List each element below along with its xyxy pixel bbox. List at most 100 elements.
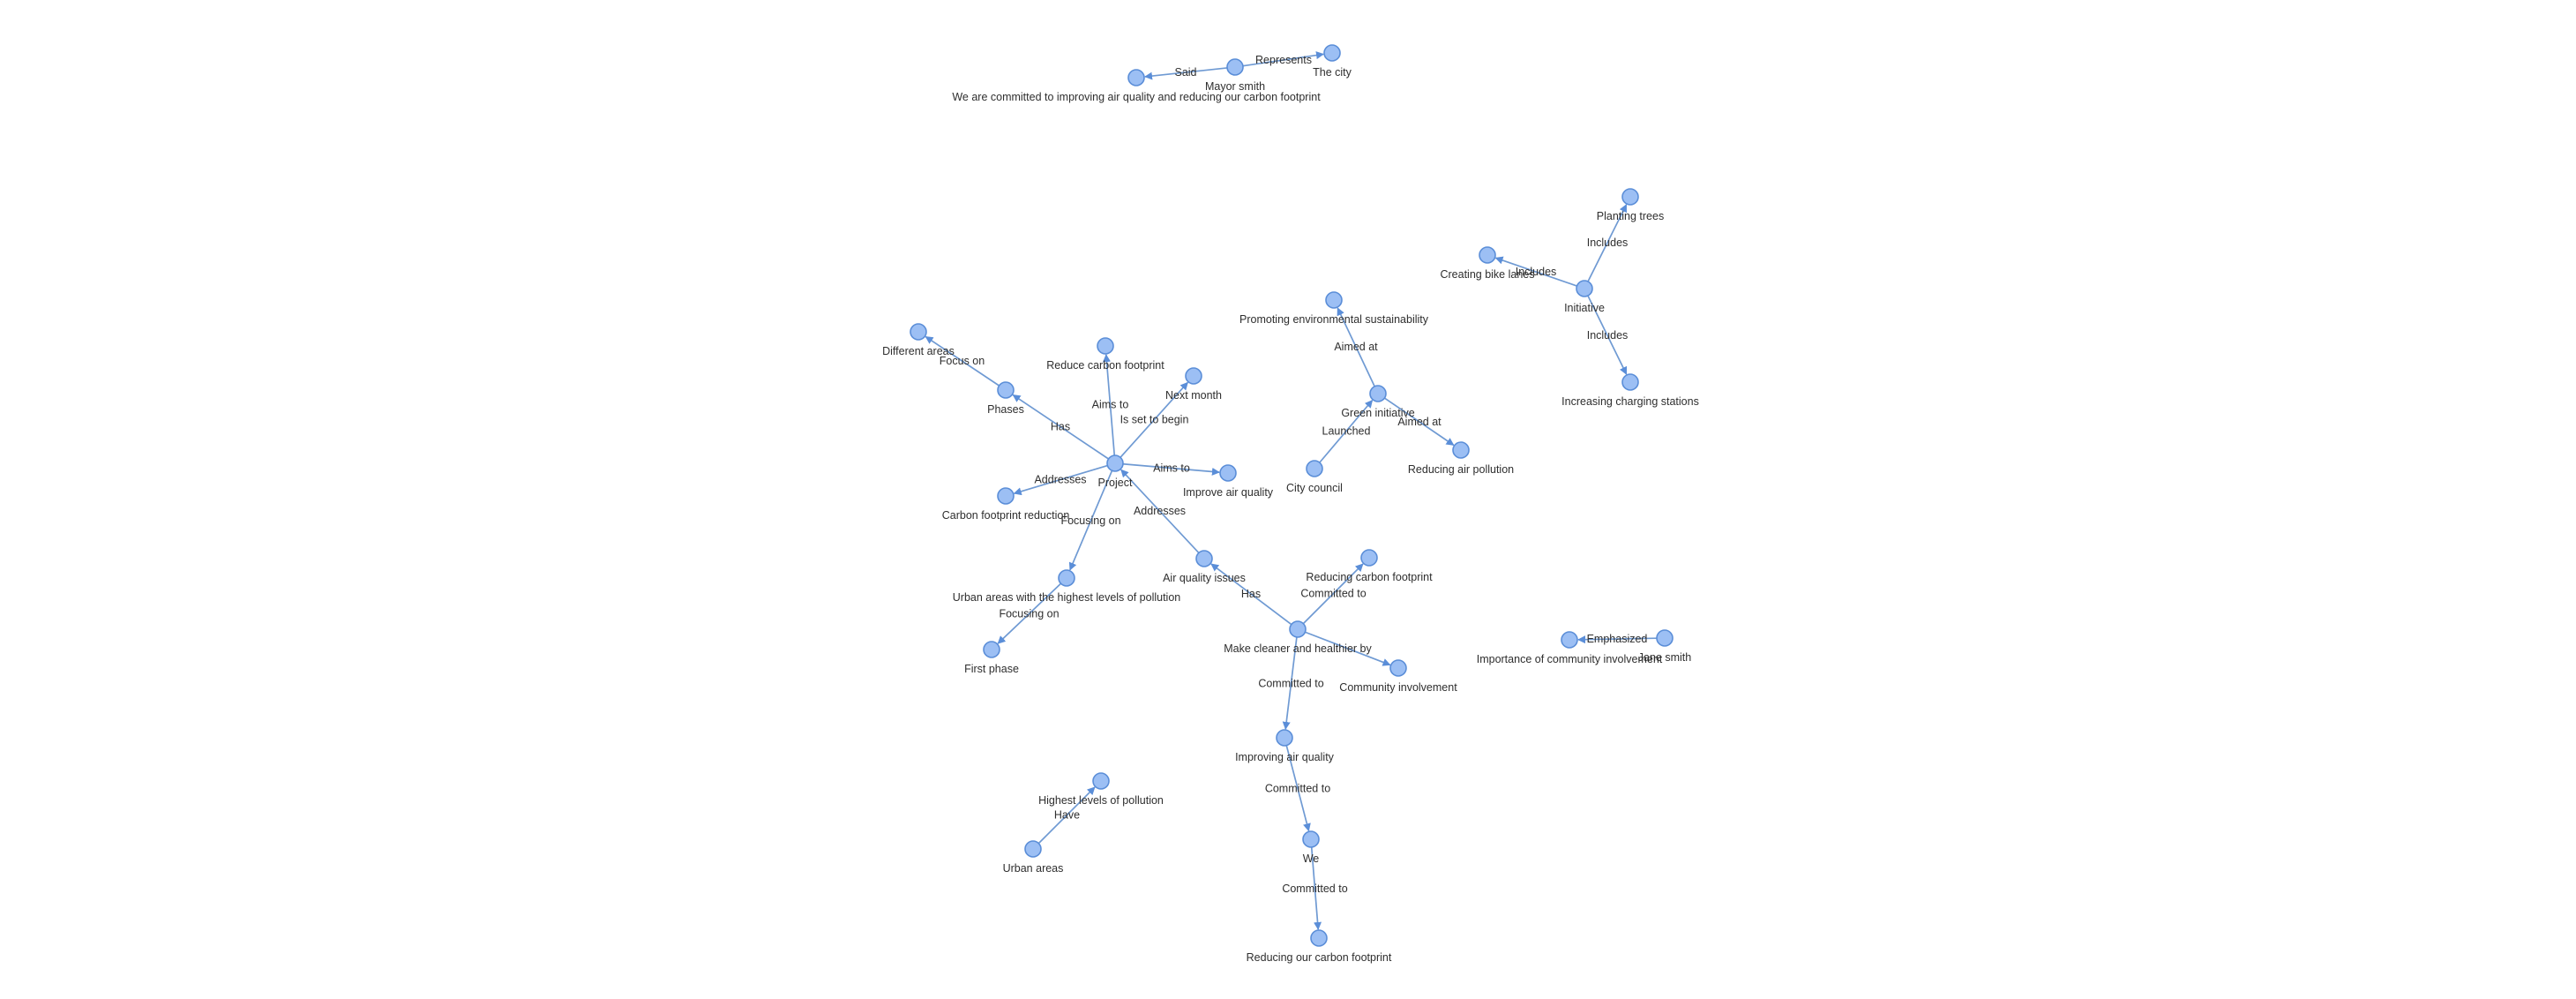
node-label-reducing-cf: Reducing carbon footprint [1306,571,1433,583]
edge-label-includes: Includes [1516,266,1557,278]
edge-mayor-to-city [1242,51,1324,67]
edge-urban_high-to-first_phase [997,582,1062,644]
edge-label-includes: Includes [1587,237,1629,249]
node-mayor[interactable] [1226,58,1244,76]
node-cf-reduction[interactable] [997,487,1015,505]
node-project[interactable] [1106,454,1124,472]
node-urban-high[interactable] [1058,569,1075,587]
node-label-aq-issues: Air quality issues [1163,572,1246,584]
node-layer [910,44,1674,947]
node-diff-areas[interactable] [910,323,927,341]
node-label-first-phase: First phase [964,663,1019,675]
edge-label-aims-to: Aims to [1092,399,1129,411]
node-label-diff-areas: Different areas [882,345,955,357]
node-improving-aq[interactable] [1276,729,1293,747]
node-planting[interactable] [1621,188,1639,206]
edge-make_cleaner-to-improving_aq [1282,636,1298,730]
edge-label-focus-on: Focus on [940,355,985,367]
edge-label-addresses: Addresses [1034,474,1086,486]
node-aq-issues[interactable] [1195,550,1213,567]
node-green[interactable] [1369,385,1387,402]
node-we[interactable] [1302,830,1320,848]
edge-label-represents: Represents [1255,54,1312,66]
node-reducing-our[interactable] [1310,929,1328,947]
edge-initiative-to-planting [1587,204,1628,282]
edge-label-focusing-on: Focusing on [1060,515,1120,527]
edge-label-focusing-on: Focusing on [999,608,1059,620]
node-label-urban: Urban areas [1003,862,1064,875]
edge-project-to-reduce_cf [1103,354,1116,456]
node-initiative[interactable] [1576,280,1593,297]
edge-label-aimed-at: Aimed at [1334,341,1378,353]
edge-green-to-reducing_air [1383,397,1455,447]
node-reducing-air[interactable] [1452,441,1470,459]
edge-council-to-green [1319,399,1374,463]
node-label-council: City council [1286,482,1343,494]
node-label-cf-reduction: Carbon footprint reduction [942,509,1070,522]
edge-label-addresses: Addresses [1134,505,1186,517]
node-bike[interactable] [1479,246,1496,264]
edge-project-to-phases [1012,394,1109,460]
node-label-reducing-air: Reducing air pollution [1408,463,1514,476]
node-highest-levels[interactable] [1092,772,1110,790]
node-urban[interactable] [1024,840,1042,858]
node-label-urban-high: Urban areas with the highest levels of p… [953,591,1181,604]
edge-layer [925,51,1658,930]
node-label-next-month: Next month [1165,389,1222,402]
edge-aq_issues-to-project [1120,469,1200,554]
edge-mayor-to-said_quote [1144,67,1228,80]
edge-label-committed-to: Committed to [1258,678,1323,690]
edge-initiative-to-charging [1587,295,1628,375]
node-label-promoting: Promoting environmental sustainability [1239,313,1429,326]
node-label-improving-aq: Improving air quality [1235,751,1335,763]
node-charging[interactable] [1621,373,1639,391]
edge-green-to-promoting [1337,307,1375,387]
node-label-improve-aq: Improve air quality [1183,486,1274,499]
node-label-bike: Creating bike lanes [1440,268,1534,281]
edge-label-said: Said [1174,66,1196,79]
edge-label-have: Have [1054,809,1080,822]
node-label-phases: Phases [987,403,1024,416]
edge-make_cleaner-to-reducing_cf [1302,563,1364,625]
node-next-month[interactable] [1185,367,1202,385]
edge-improving_aq-to-we [1285,745,1311,832]
node-label-importance: Importance of community involvement [1477,653,1663,665]
node-importance[interactable] [1561,631,1578,649]
node-make-cleaner[interactable] [1289,620,1307,638]
edge-initiative-to-bike [1494,256,1577,287]
node-label-charging: Increasing charging stations [1561,395,1699,408]
node-first-phase[interactable] [983,641,1000,658]
edge-label-is-set-to-begin: Is set to begin [1120,414,1189,426]
node-label-green: Green initiative [1341,407,1414,419]
node-label-highest-levels: Highest levels of pollution [1038,794,1164,807]
edge-phases-to-diff_areas [925,335,1000,387]
edge-label-layer: SaidRepresentsIncludesIncludesIncludesAi… [940,54,1648,895]
edge-project-to-next_month [1120,381,1188,458]
node-label-jane: Jane smith [1638,651,1691,664]
node-community[interactable] [1389,659,1407,677]
node-reduce-cf[interactable] [1097,337,1114,355]
edge-label-committed-to: Committed to [1265,783,1330,795]
edge-we-to-reducing_our [1310,846,1322,930]
edge-label-committed-to: Committed to [1282,883,1347,895]
node-jane[interactable] [1656,629,1674,647]
node-label-we: We [1303,853,1320,865]
node-promoting[interactable] [1325,291,1343,309]
node-said-quote[interactable] [1127,69,1145,86]
node-city[interactable] [1323,44,1341,62]
edge-label-launched: Launched [1322,425,1371,438]
edge-project-to-cf_reduction [1013,464,1108,496]
node-reducing-cf[interactable] [1360,549,1378,567]
node-council[interactable] [1306,460,1323,477]
node-improve-aq[interactable] [1219,464,1237,482]
node-label-initiative: Initiative [1564,302,1605,314]
edge-label-includes: Includes [1587,329,1629,342]
edge-label-has: Has [1051,421,1070,433]
edge-label-aims-to: Aims to [1153,462,1190,475]
edge-urban-to-highest_levels [1037,786,1096,845]
edge-make_cleaner-to-aq_issues [1210,563,1292,626]
node-label-community: Community involvement [1339,681,1457,694]
edge-label-aimed-at: Aimed at [1397,416,1442,428]
node-phases[interactable] [997,381,1015,399]
